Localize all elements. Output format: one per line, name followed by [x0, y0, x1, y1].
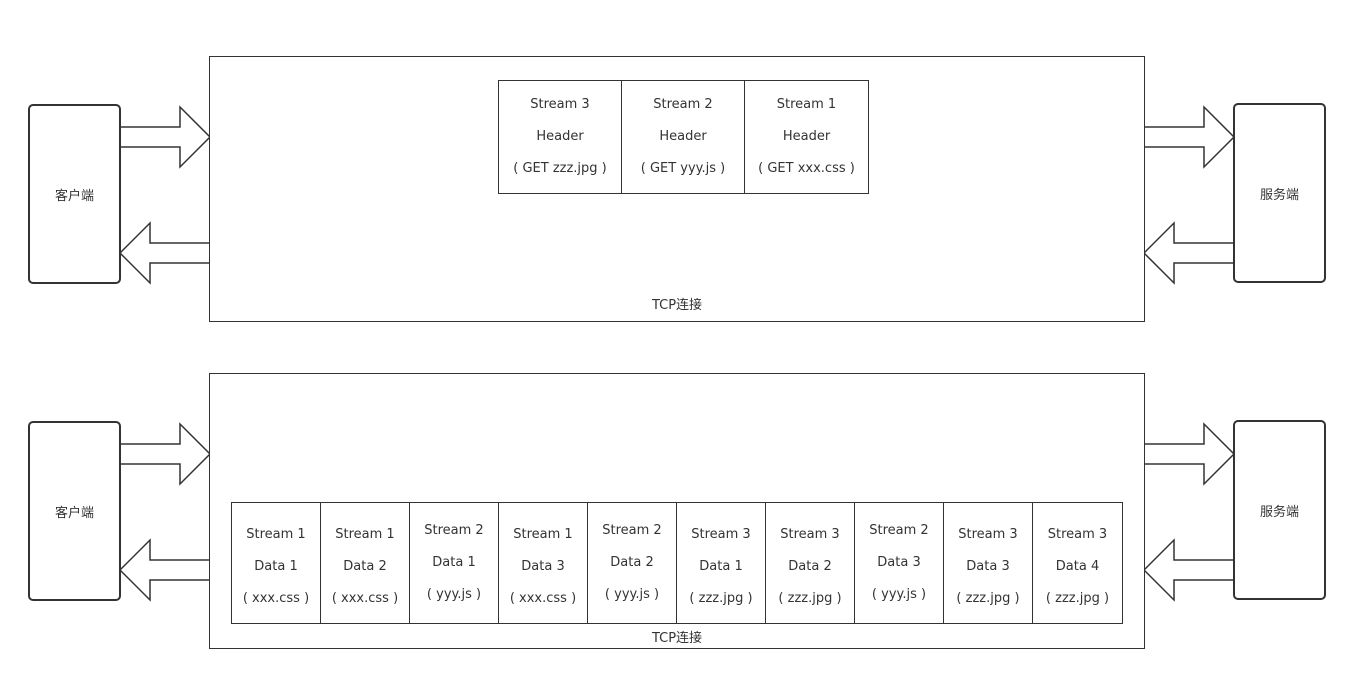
frame-stream: Stream 3 — [691, 527, 751, 542]
frame-type: Data 4 — [1055, 559, 1100, 574]
frame: Stream 2 Data 1 ( yyy.js ) — [410, 502, 499, 624]
frame: Stream 1 Header ( GET xxx.css ) — [745, 80, 869, 194]
frame-type: Header — [536, 129, 584, 144]
frame-detail: ( zzz.jpg ) — [956, 591, 1020, 606]
frame-stream: Stream 3 — [958, 527, 1018, 542]
frame-detail: ( zzz.jpg ) — [1045, 591, 1110, 606]
arrow-client-to-tcp-1 — [119, 105, 212, 169]
frame-stream: Stream 1 — [335, 527, 395, 542]
frame-type: Data 3 — [877, 555, 921, 570]
tcp-label: TCP连接 — [651, 298, 703, 313]
frame-detail: ( zzz.jpg ) — [778, 591, 842, 606]
frame-type: Data 1 — [254, 559, 298, 574]
frame-stream: Stream 2 — [653, 97, 713, 112]
frame-stream: Stream 2 — [869, 523, 929, 538]
frame-stream: Stream 3 — [1047, 527, 1108, 542]
frame-type: Header — [659, 129, 707, 144]
arrow-client-to-tcp-2 — [119, 422, 212, 486]
header-frames: Stream 3 Header ( GET zzz.jpg ) Stream 2… — [498, 80, 869, 194]
arrow-tcp-to-server-1 — [1143, 105, 1236, 169]
frame-detail: ( yyy.js ) — [871, 587, 927, 602]
frame-stream: Stream 3 — [780, 527, 840, 542]
client-label: 客户端 — [54, 188, 94, 204]
frame: Stream 1 Data 3 ( xxx.css ) — [499, 502, 588, 624]
frame-detail: ( xxx.css ) — [242, 591, 310, 606]
arrow-tcp-to-client-1 — [118, 221, 211, 285]
data-frames: Stream 1 Data 1 ( xxx.css ) Stream 1 Dat… — [231, 502, 1123, 624]
frame-detail: ( xxx.css ) — [331, 591, 399, 606]
frame: Stream 3 Header ( GET zzz.jpg ) — [498, 80, 622, 194]
frame: Stream 3 Data 1 ( zzz.jpg ) — [677, 502, 766, 624]
frame-detail: ( zzz.jpg ) — [689, 591, 753, 606]
frame-detail: ( GET xxx.css ) — [758, 161, 855, 176]
frame-detail: ( yyy.js ) — [426, 587, 482, 602]
frame-stream: Stream 1 — [246, 527, 306, 542]
frame: Stream 1 Data 2 ( xxx.css ) — [321, 502, 410, 624]
server-label: 服务端 — [1259, 187, 1299, 203]
server-box-2: 服务端 — [1233, 420, 1326, 600]
frame-detail: ( yyy.js ) — [604, 587, 660, 602]
frame-type: Header — [782, 129, 831, 144]
frame-stream: Stream 3 — [530, 97, 590, 112]
frame: Stream 3 Data 2 ( zzz.jpg ) — [766, 502, 855, 624]
frame-type: Data 3 — [966, 559, 1010, 574]
frame-stream: Stream 1 — [776, 97, 837, 112]
client-box-2: 客户端 — [28, 421, 121, 601]
frame-type: Data 3 — [521, 559, 565, 574]
server-label: 服务端 — [1259, 504, 1299, 520]
tcp-label: TCP连接 — [651, 631, 703, 646]
arrow-tcp-to-server-2 — [1143, 422, 1236, 486]
frame: Stream 3 Data 4 ( zzz.jpg ) — [1033, 502, 1123, 624]
frame-type: Data 1 — [432, 555, 476, 570]
frame-type: Data 2 — [610, 555, 654, 570]
frame-type: Data 2 — [788, 559, 832, 574]
client-label: 客户端 — [54, 505, 94, 521]
client-box-1: 客户端 — [28, 104, 121, 284]
frame: Stream 1 Data 1 ( xxx.css ) — [231, 502, 321, 624]
frame-detail: ( xxx.css ) — [509, 591, 577, 606]
frame: Stream 2 Data 2 ( yyy.js ) — [588, 502, 677, 624]
frame-stream: Stream 1 — [513, 527, 573, 542]
frame-stream: Stream 2 — [602, 523, 662, 538]
frame-detail: ( GET zzz.jpg ) — [513, 161, 607, 176]
frame-type: Data 2 — [343, 559, 387, 574]
frame: Stream 2 Data 3 ( yyy.js ) — [855, 502, 944, 624]
arrow-tcp-to-client-2 — [118, 538, 211, 602]
arrow-server-to-tcp-1 — [1142, 221, 1235, 285]
frame-detail: ( GET yyy.js ) — [640, 161, 726, 176]
frame-type: Data 1 — [699, 559, 743, 574]
frame: Stream 3 Data 3 ( zzz.jpg ) — [944, 502, 1033, 624]
arrow-server-to-tcp-2 — [1142, 538, 1235, 602]
frame: Stream 2 Header ( GET yyy.js ) — [622, 80, 745, 194]
server-box-1: 服务端 — [1233, 103, 1326, 283]
frame-stream: Stream 2 — [424, 523, 484, 538]
